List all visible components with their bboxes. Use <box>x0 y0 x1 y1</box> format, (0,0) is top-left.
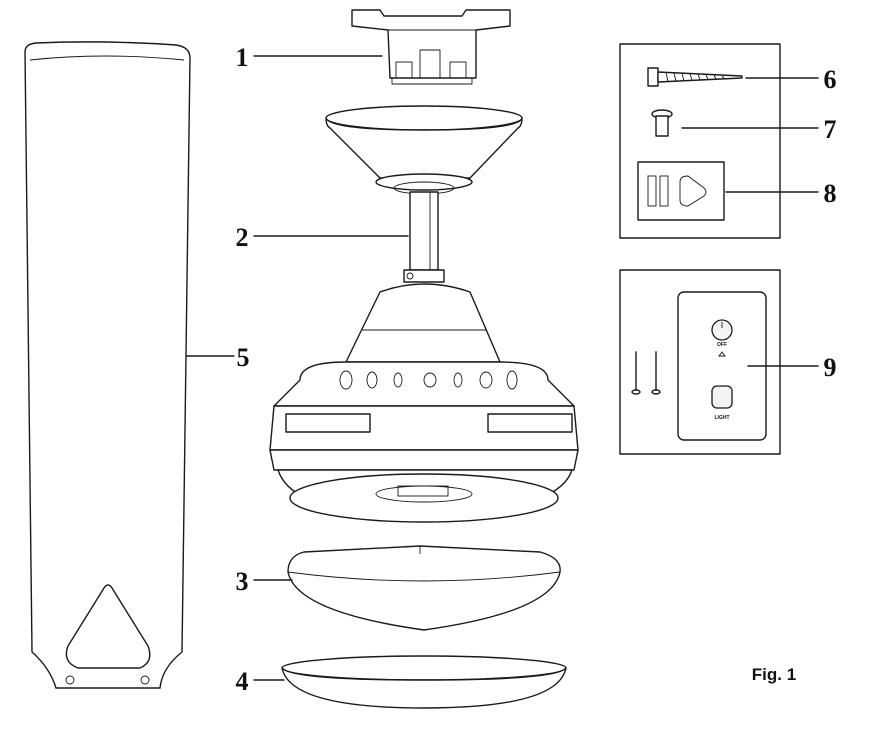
wall-control-box: OFF LIGHT <box>619 269 781 455</box>
callout-4: 4 <box>236 667 249 696</box>
dial-off-label: OFF <box>717 342 727 348</box>
callout-1: 1 <box>236 43 249 72</box>
light-button-label: LIGHT <box>715 415 730 421</box>
callout-3: 3 <box>236 567 249 596</box>
canopy <box>325 105 523 195</box>
fan-speed-dial <box>711 319 733 341</box>
callout-6: 6 <box>824 65 837 94</box>
callout-9: 9 <box>824 353 837 382</box>
blade-screw <box>651 109 673 137</box>
callout-7: 7 <box>824 115 837 144</box>
callout-8: 8 <box>824 179 837 208</box>
wood-screw <box>647 67 743 87</box>
callout-labels: 1 2 3 4 5 6 7 8 9 <box>236 43 837 696</box>
hardware-box <box>619 43 781 239</box>
figure-label: Fig. 1 <box>752 665 796 684</box>
wall-screws <box>631 351 661 395</box>
light-kit <box>287 545 561 631</box>
glass-shade <box>281 655 567 709</box>
mounting-bracket <box>351 9 511 85</box>
fan-blade <box>24 41 191 689</box>
motor-housing <box>269 283 579 523</box>
wall-control-plate: OFF LIGHT <box>677 291 767 441</box>
light-button <box>711 385 733 409</box>
downrod <box>403 191 445 283</box>
balancing-kit <box>637 161 725 221</box>
leader-lines <box>185 55 819 681</box>
callout-5: 5 <box>237 343 250 372</box>
callout-2: 2 <box>236 223 249 252</box>
